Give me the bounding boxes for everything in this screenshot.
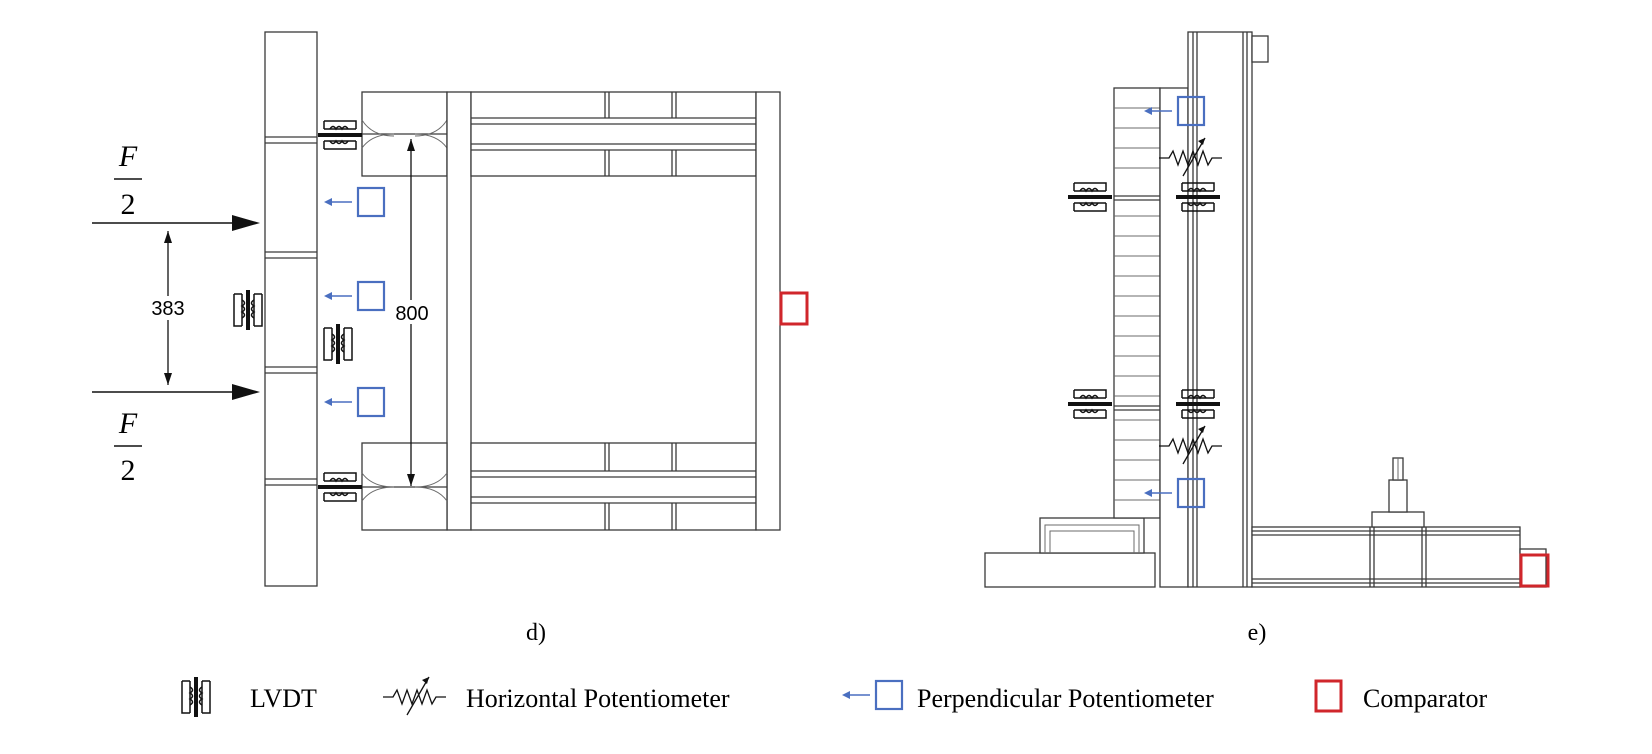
dimension-height: 800 — [390, 139, 434, 486]
lvdt-icon — [232, 288, 264, 332]
perpendicular-potentiometer-icon — [322, 280, 386, 312]
legend-item-lvdt: LVDT — [180, 675, 317, 719]
legend-item-comparator: Comparator — [1314, 679, 1488, 713]
comparator-icon — [1314, 679, 1343, 713]
panel-d: F 2 F 2 383 800 — [92, 31, 809, 646]
web-plate — [1159, 87, 1189, 588]
legend-item-perpendicular-potentiometer: Perpendicular Potentiometer — [840, 679, 1214, 713]
lvdt-icon — [316, 471, 364, 503]
load-arrow-top — [92, 215, 260, 231]
dimension-383-label: 383 — [151, 298, 184, 320]
force-numerator: F — [118, 140, 138, 173]
lvdt-icon — [1066, 388, 1114, 420]
base-slab — [984, 552, 1156, 588]
legend-comparator-label: Comparator — [1363, 684, 1488, 713]
stiffener-column — [1113, 87, 1161, 519]
perpendicular-potentiometer-icon — [840, 679, 904, 711]
lvdt-icon — [180, 675, 212, 719]
legend-perpendicular-pot-label: Perpendicular Potentiometer — [917, 684, 1214, 713]
dimension-800-label: 800 — [395, 303, 428, 325]
legend-horizontal-pot-label: Horizontal Potentiometer — [466, 684, 730, 713]
lvdt-icon — [1066, 181, 1114, 213]
comparator-icon — [779, 291, 809, 326]
arrow-icon — [232, 384, 260, 400]
force-label-top: F 2 — [114, 140, 142, 221]
legend-item-horizontal-potentiometer: Horizontal Potentiometer — [382, 676, 730, 716]
top-beam — [361, 91, 757, 531]
legend: LVDT Horizontal Potentiometer Perpendicu… — [180, 675, 1488, 719]
force-denominator: 2 — [121, 454, 136, 487]
actuator-post — [1371, 457, 1425, 528]
load-arrow-bottom — [92, 384, 260, 400]
perpendicular-potentiometer-icon — [322, 186, 386, 218]
caption-e: e) — [1248, 620, 1267, 646]
force-denominator: 2 — [121, 188, 136, 221]
comparator-icon — [1519, 553, 1550, 588]
bottom-beam — [361, 442, 757, 531]
panel-e: e) — [984, 31, 1550, 646]
horizontal-potentiometer-icon — [382, 676, 447, 716]
perpendicular-potentiometer-icon — [322, 386, 386, 418]
main-column — [1187, 31, 1269, 588]
caption-d: d) — [526, 620, 546, 646]
lvdt-icon — [316, 119, 364, 151]
legend-lvdt-label: LVDT — [250, 684, 317, 713]
arrow-icon — [232, 215, 260, 231]
horizontal-beam — [1251, 526, 1547, 588]
force-numerator: F — [118, 407, 138, 440]
lvdt-icon — [322, 322, 354, 366]
end-plate — [755, 91, 781, 531]
force-label-bottom: F 2 — [114, 407, 142, 487]
dimension-load-spacing: 383 — [146, 231, 190, 385]
loading-column — [264, 31, 318, 587]
